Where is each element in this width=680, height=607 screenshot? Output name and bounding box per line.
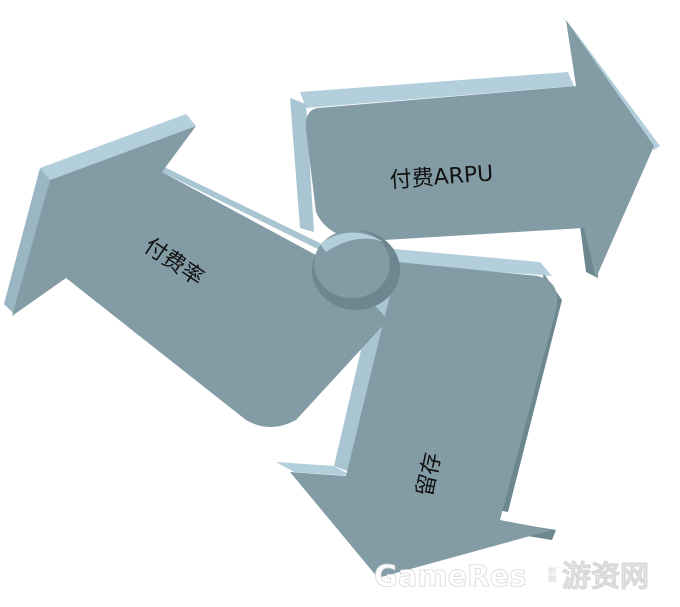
center-hub	[312, 230, 400, 310]
arrow-arpu-top-edge	[300, 72, 574, 108]
center-hub-rim	[320, 232, 384, 252]
watermark-brand: GameRes	[374, 559, 527, 593]
arrow-arpu-face	[305, 20, 654, 278]
arrow-retention-face	[290, 262, 558, 578]
arrow-pay-rate	[4, 114, 388, 427]
arrow-retention	[276, 248, 562, 578]
arrow-pay-rate-head-left-side	[4, 168, 50, 314]
arrow-arpu	[290, 16, 660, 278]
arrow-pay-rate-face	[12, 126, 388, 427]
watermark: GameRes 游戏 游资网	[374, 559, 650, 594]
arrow-retention-left-edge	[334, 260, 398, 472]
watermark-site: 游资网	[562, 559, 649, 593]
watermark-small-tag: 游戏	[547, 567, 557, 583]
arrow-arpu-left-edge	[290, 98, 314, 232]
arrow-pay-rate-head-top	[40, 114, 196, 180]
arrow-retention-top-edge	[382, 248, 552, 276]
arrow-retention-head-top	[276, 462, 352, 476]
arrow-pay-rate-body-top	[150, 160, 340, 260]
